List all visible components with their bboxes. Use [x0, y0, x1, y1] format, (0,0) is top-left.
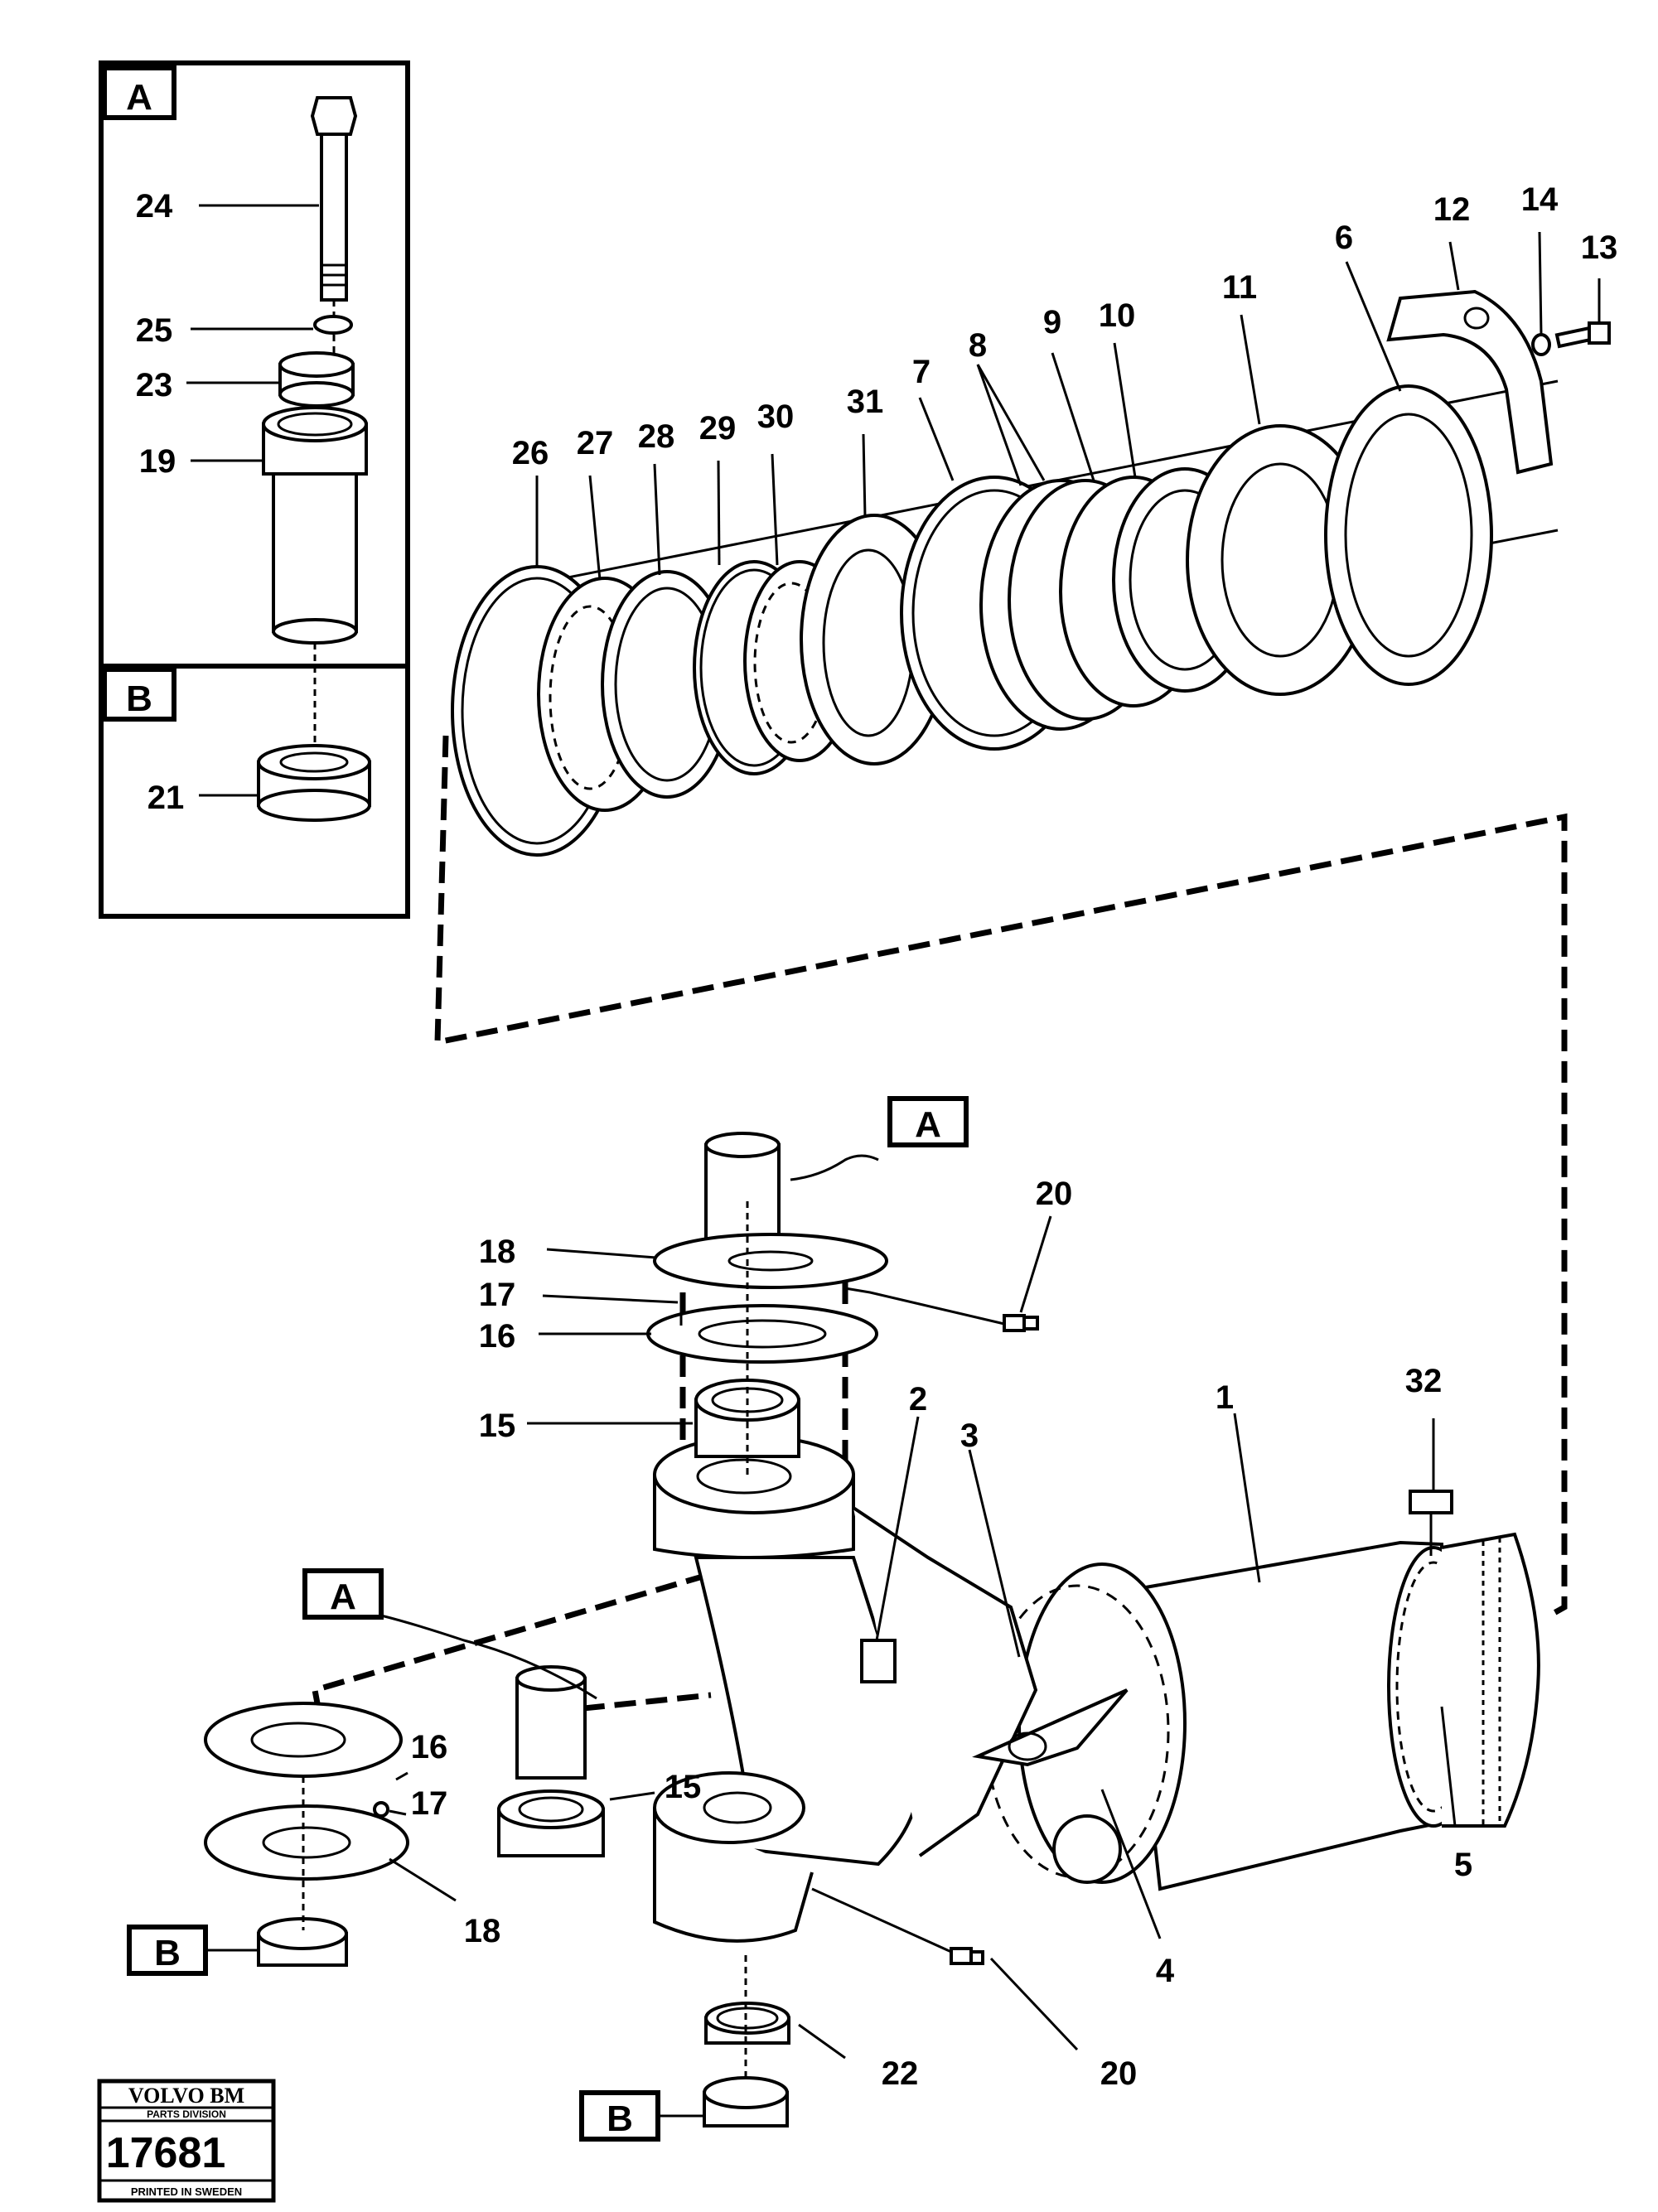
part-label-3: 3 — [960, 1418, 979, 1454]
part-label-4: 4 — [1156, 1953, 1175, 1989]
shim-16-lower-drawing — [204, 1702, 403, 1778]
shim-18-upper-drawing — [653, 1233, 888, 1289]
grease-fitting-20-upper — [844, 1287, 1039, 1332]
washer-14-drawing — [1531, 333, 1551, 356]
part-label-14: 14 — [1521, 181, 1559, 218]
part-label-24: 24 — [136, 188, 173, 225]
stamp-printed: PRINTED IN SWEDEN — [131, 2185, 242, 2198]
lock-12-drawing — [1386, 289, 1554, 475]
plug-23-drawing — [278, 351, 355, 408]
lower-leader-lines — [389, 1215, 1457, 2060]
part-label-11: 11 — [1222, 269, 1257, 306]
volvo-stamp: VOLVO BM PARTS DIVISION 17681 PRINTED IN… — [97, 2079, 276, 2203]
shim-18-lower-drawing — [204, 1804, 409, 1881]
part-label-20-upper: 20 — [1036, 1176, 1073, 1212]
part-label-16-upper: 16 — [479, 1318, 516, 1355]
upper-leader-lines — [535, 231, 1601, 581]
callout-boxes: A A B B — [127, 1096, 969, 2142]
part-label-31: 31 — [847, 384, 884, 420]
upper-kingpin-stack — [646, 1132, 888, 1475]
part-label-18-upper: 18 — [479, 1234, 516, 1270]
part-label-23: 23 — [136, 367, 173, 403]
part-label-9: 9 — [1043, 304, 1061, 340]
part-label-13: 13 — [1581, 229, 1618, 266]
callout-b-bottom: B — [607, 2099, 633, 2139]
screw-13-drawing — [1554, 321, 1611, 349]
bolt-24-drawing — [310, 96, 358, 366]
part-label-10: 10 — [1099, 297, 1136, 334]
part-label-6: 6 — [1335, 220, 1353, 256]
stamp-brand: VOLVO BM — [128, 2084, 244, 2108]
part-label-19: 19 — [139, 443, 176, 480]
part-labels: 24 25 23 19 21 26 27 28 29 30 31 7 8 9 1… — [136, 181, 1618, 2092]
callout-b-left: B — [154, 1933, 181, 1973]
part-label-29: 29 — [699, 410, 737, 447]
part-label-21: 21 — [147, 780, 185, 816]
part-label-5: 5 — [1454, 1847, 1472, 1883]
bushing-a-upper-drawing — [704, 1143, 781, 1246]
nut-6-drawing — [1324, 384, 1493, 686]
bearing-ring-set — [451, 289, 1611, 857]
stamp-division: PARTS DIVISION — [147, 2108, 226, 2120]
part-label-12: 12 — [1433, 191, 1471, 228]
part-label-28: 28 — [638, 418, 675, 455]
part-label-16-lower: 16 — [411, 1729, 448, 1765]
callout-a-lower: A — [330, 1577, 356, 1617]
shim-17-lower-drawing — [373, 1801, 389, 1818]
callout-a-upper: A — [915, 1104, 941, 1145]
bushing-19-drawing — [262, 406, 368, 770]
part-label-17-upper: 17 — [479, 1277, 516, 1313]
part-label-7: 7 — [912, 354, 931, 390]
part-label-15-upper: 15 — [479, 1408, 516, 1444]
bushing-a-lower-drawing — [515, 1677, 587, 1780]
stamp-number: 17681 — [106, 2129, 226, 2177]
part-label-25: 25 — [136, 312, 173, 349]
part-label-26: 26 — [512, 435, 549, 471]
part-label-32: 32 — [1405, 1363, 1443, 1399]
part-label-20-lower: 20 — [1100, 2055, 1138, 2092]
inset-label-b: B — [126, 679, 152, 719]
axle-housing-drawing — [653, 1435, 1540, 1943]
part-label-27: 27 — [577, 425, 614, 461]
grease-fitting-20-lower — [811, 1887, 984, 1965]
insert-21-drawing — [257, 744, 371, 822]
part-label-8: 8 — [969, 327, 987, 364]
inset-label-a: A — [126, 77, 152, 118]
washer-25-drawing — [313, 315, 353, 335]
part-label-2: 2 — [909, 1381, 927, 1418]
part-label-15-lower: 15 — [665, 1769, 702, 1805]
lower-kingpin-stack — [204, 1614, 790, 2127]
part-label-17-lower: 17 — [411, 1785, 448, 1822]
part-label-18-lower: 18 — [464, 1913, 501, 1949]
part-label-30: 30 — [757, 398, 795, 435]
part-label-1: 1 — [1216, 1379, 1234, 1416]
part-label-22: 22 — [882, 2055, 919, 2092]
inset-panel: A B — [99, 60, 410, 919]
